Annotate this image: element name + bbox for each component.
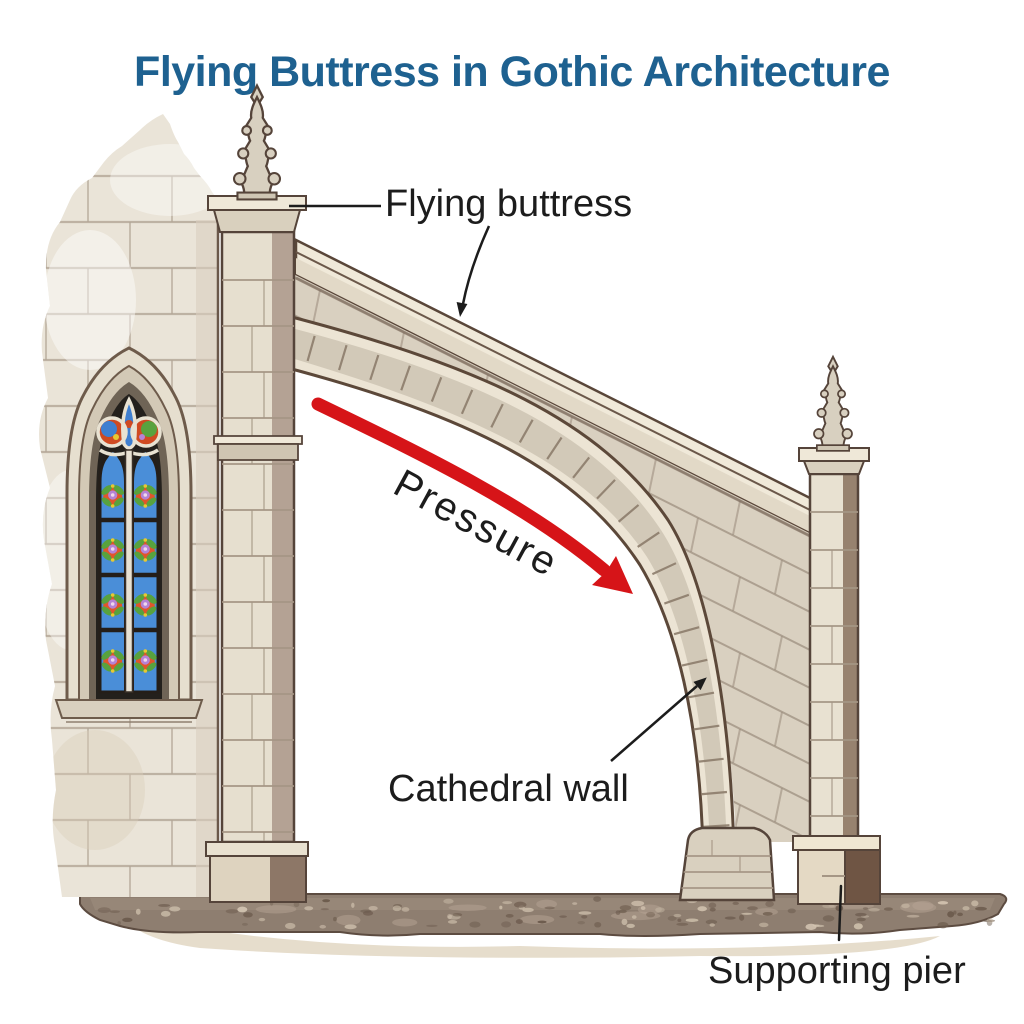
supporting-pier-face — [810, 474, 843, 845]
supporting-pier-cap-taper — [802, 460, 866, 475]
pinnacle-finial-right — [813, 355, 853, 452]
flying-buttress-label: Flying buttress — [385, 183, 632, 225]
stained-glass-window — [54, 346, 204, 723]
supporting-pier-side — [843, 474, 858, 845]
pinnacle-finial-left — [232, 84, 282, 201]
arch-foot-block — [678, 826, 776, 902]
window-mullion — [124, 449, 134, 693]
pressure-arrow — [311, 397, 611, 577]
supporting-pier-label: Supporting pier — [708, 950, 966, 992]
buttress-spandrel — [288, 274, 814, 842]
supporting-pier-leader-line — [837, 884, 843, 942]
arch-voussoir-strip — [288, 327, 727, 852]
ground-wash — [120, 915, 940, 958]
page-title: Flying Buttress in Gothic Architecture — [134, 48, 890, 96]
beam-ridge-line — [295, 251, 815, 513]
wall-pier — [205, 84, 309, 903]
window-transoms — [100, 517, 158, 633]
supporting-pier — [792, 355, 881, 905]
flying-buttress-arrow-line — [461, 225, 491, 305]
wall-pier-base-molding — [205, 841, 309, 857]
flying-buttress-arrowhead-icon — [456, 302, 468, 317]
wall-pier-base-side — [270, 857, 305, 901]
pressure-arrowhead-icon — [592, 556, 633, 594]
arch-foot — [678, 826, 776, 902]
cathedral-wall-label: Cathedral wall — [388, 768, 629, 810]
wall-pier-side — [272, 232, 294, 842]
supporting-pier-joints — [810, 511, 858, 817]
wall-pier-string-course-lower — [217, 443, 299, 461]
wall-pier-string-course — [213, 435, 303, 445]
flying-buttress-beam-lower — [296, 258, 814, 534]
window-sill — [54, 699, 204, 719]
supporting-pier-base-side — [844, 849, 881, 905]
beam-shadow-line — [295, 276, 815, 540]
window-tracery — [96, 396, 162, 457]
cathedral-wall-arrow-line — [610, 685, 698, 762]
supporting-pier-base-molding — [792, 835, 881, 851]
wall-pier-cap-taper — [212, 209, 302, 233]
cathedral-wall-arrowhead-icon — [693, 677, 707, 691]
arch-foot-joints — [680, 840, 774, 889]
arch-voussoirs — [306, 335, 730, 828]
